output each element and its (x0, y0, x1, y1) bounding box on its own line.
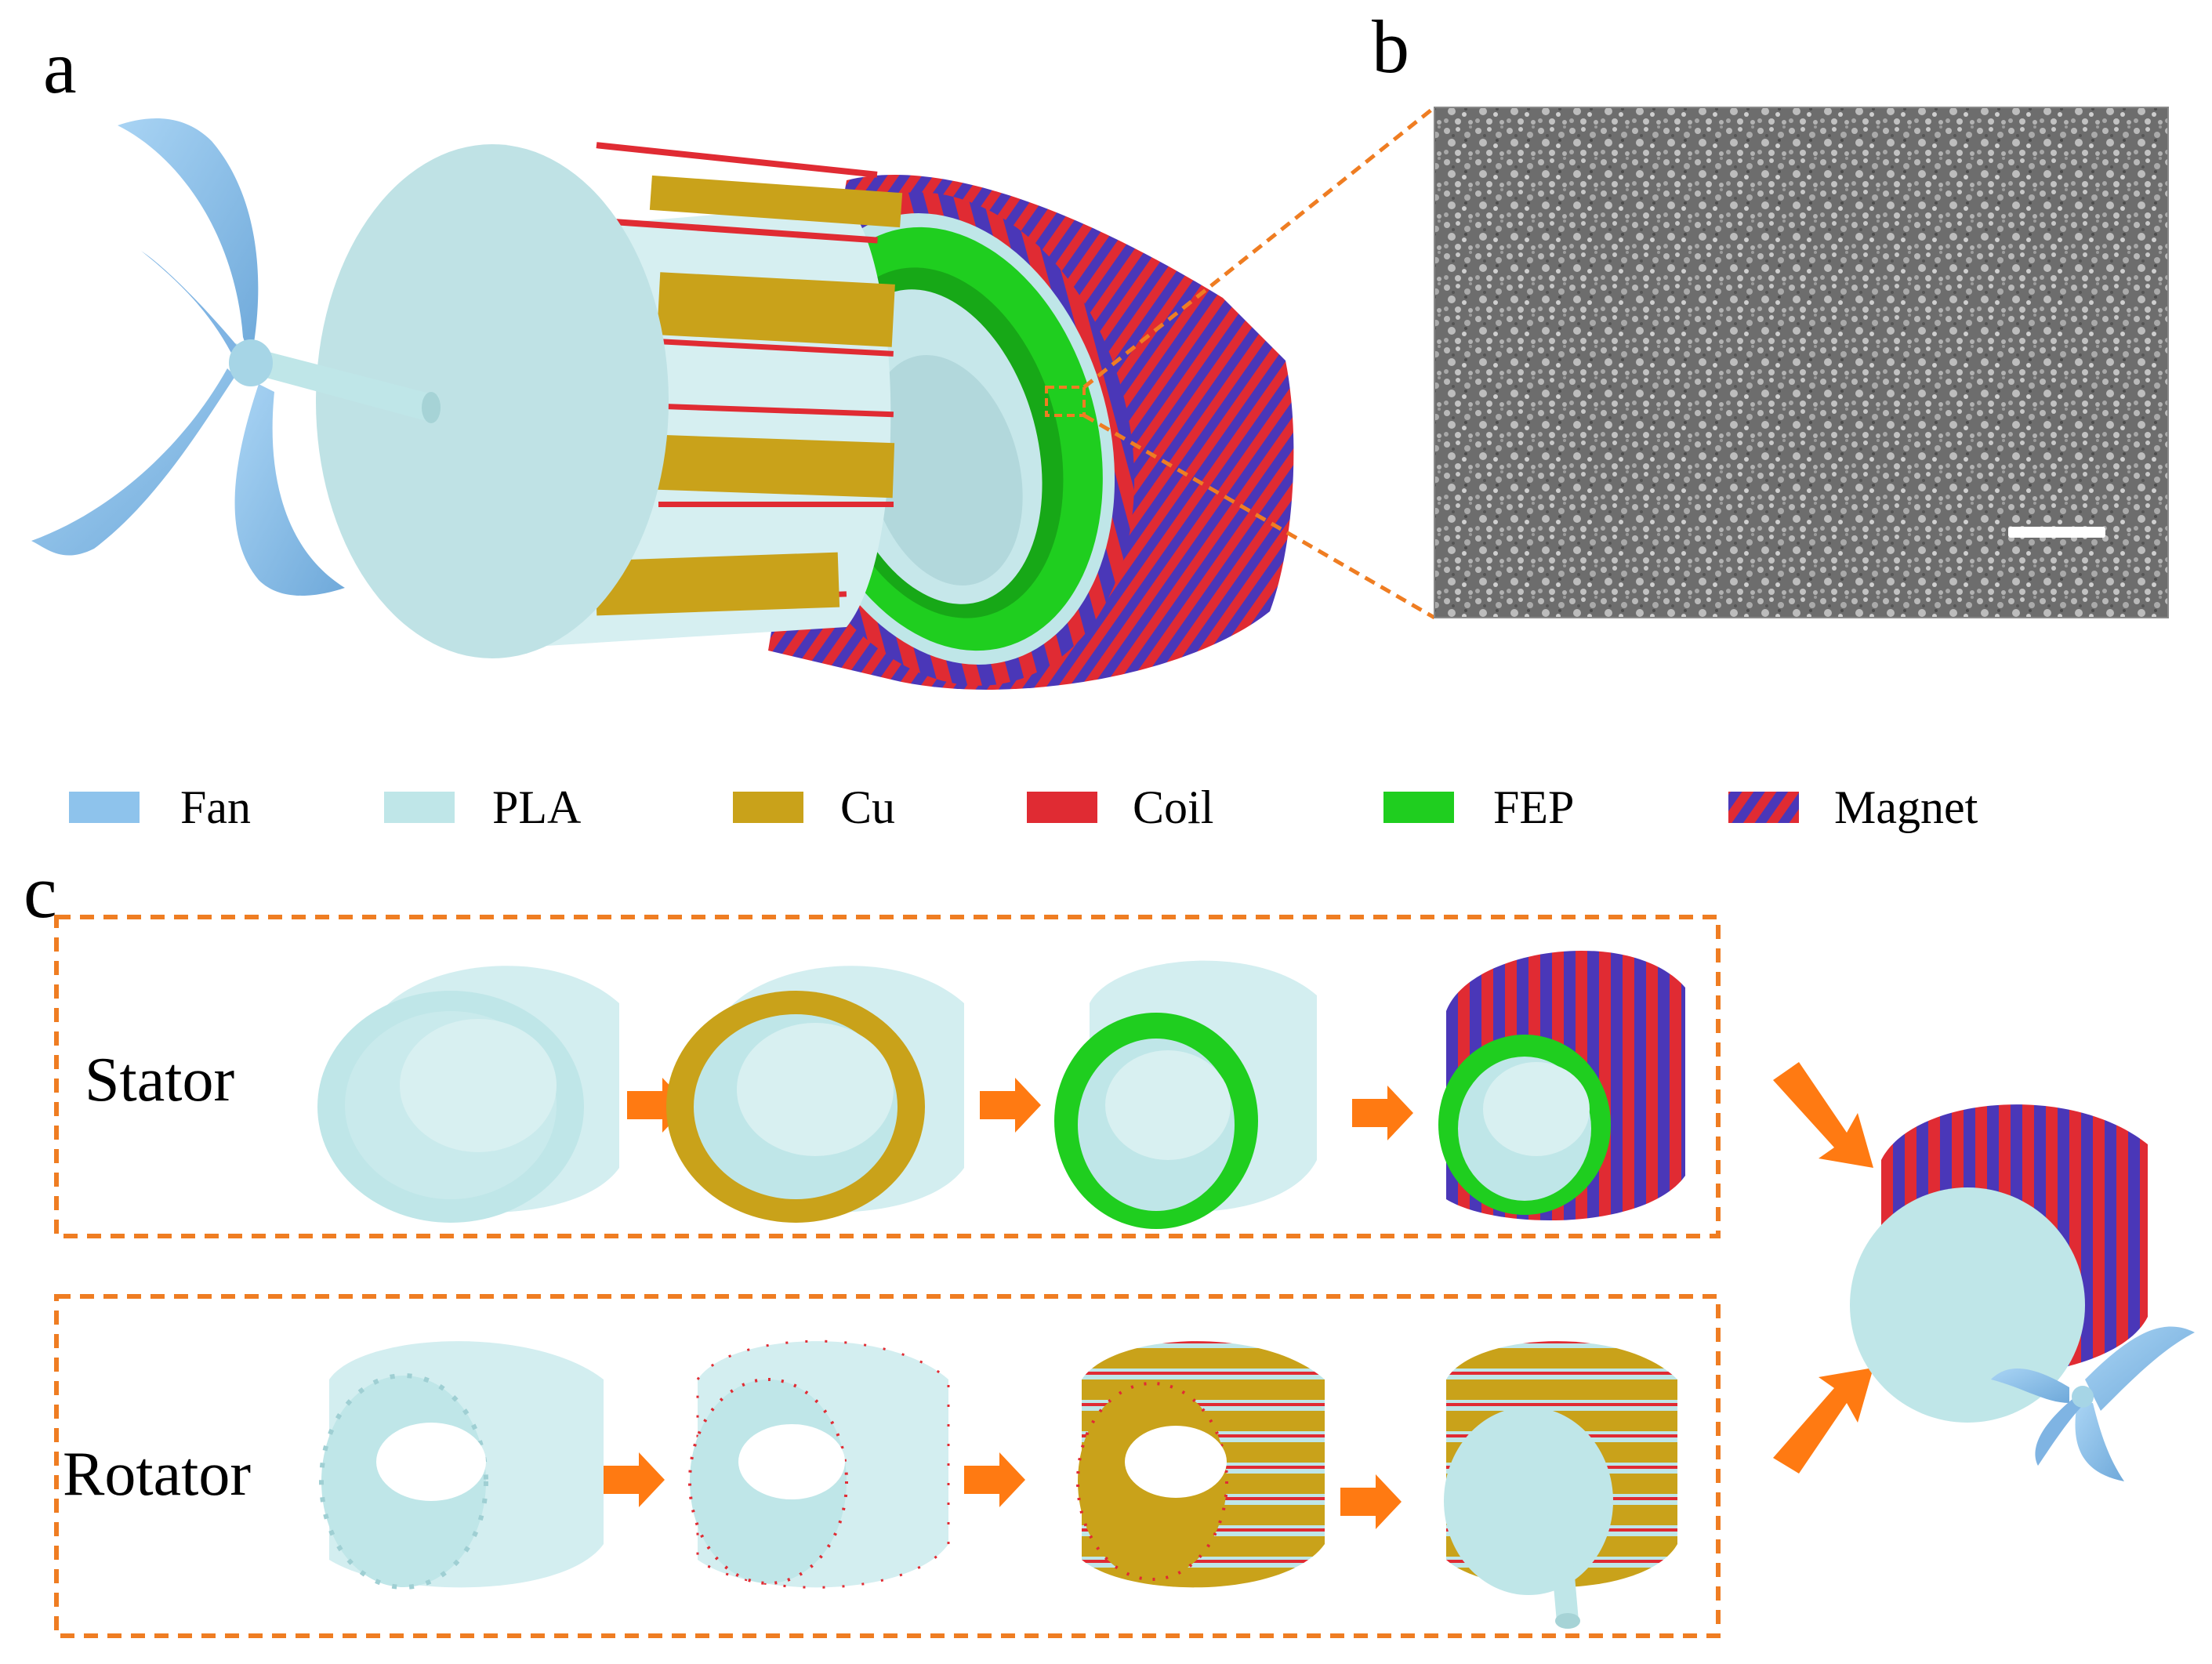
stator-dashed-box (54, 915, 1721, 1238)
legend-swatch-magnet (1728, 792, 1799, 823)
sem-image (1434, 107, 2168, 618)
fan-blade-top (118, 118, 259, 361)
stator-row-label: Stator (85, 1046, 234, 1115)
rotator-step-4-capped (1444, 1341, 1677, 1629)
cu-strip-1 (649, 175, 903, 228)
scale-bar (2008, 527, 2105, 538)
fan-blade-bottom (234, 384, 345, 596)
final-assembled-generator (1850, 1104, 2195, 1481)
rotator-step-3-cu (1076, 1341, 1325, 1588)
cu-strip-2 (657, 272, 895, 347)
panel-c: c Stator (24, 850, 2195, 1638)
coil-line-3 (658, 339, 894, 357)
rotator-dashed-box (54, 1294, 1721, 1638)
final-fan-hub (2072, 1386, 2094, 1408)
coil-line-1 (596, 142, 878, 178)
stator-step-1-pla-shell (317, 966, 619, 1223)
rotator-front-disk (316, 144, 669, 658)
legend-label-cu: Cu (840, 781, 895, 833)
fan-hub (229, 339, 273, 386)
legend-swatch-coil (1027, 792, 1097, 823)
shaft (231, 343, 439, 423)
cu-strip-3 (657, 434, 895, 498)
final-fan-blade-4 (2035, 1395, 2085, 1466)
legend: Fan PLA Cu Coil FEP Magnet (69, 781, 1978, 833)
legend-swatch-fep (1383, 792, 1454, 823)
panel-a: a (31, 25, 1436, 690)
legend-label-coil: Coil (1133, 781, 1213, 833)
assembly-arrow-from-rotator (1773, 1368, 1873, 1474)
rotator-step-1-slotted-pla (319, 1341, 604, 1590)
zoom-line-bottom (1082, 413, 1436, 620)
panel-b-label: b (1372, 5, 1409, 89)
rotator-arrow-2 (964, 1452, 1025, 1507)
legend-swatch-fan (69, 792, 140, 823)
fan-a (31, 118, 345, 596)
fan-blade-upper-left (141, 251, 243, 361)
coil-line-5 (658, 502, 894, 507)
panel-a-label: a (43, 25, 77, 109)
legend-swatch-pla (384, 792, 455, 823)
cu-strip-4 (594, 552, 840, 616)
rotator-step-2-coils (688, 1340, 950, 1589)
panel-c-label: c (24, 850, 57, 934)
stator-step-3-fep (1054, 960, 1317, 1229)
final-shaft (2021, 1277, 2079, 1321)
coil-line-4 (658, 403, 894, 418)
shaft-end (422, 392, 441, 423)
legend-label-fep: FEP (1493, 781, 1574, 833)
legend-label-fan: Fan (180, 781, 251, 833)
final-fan-blade-3 (1991, 1369, 2069, 1403)
stator-arrow-2 (980, 1078, 1041, 1133)
stator-step-4-magnets (1438, 950, 1685, 1221)
rotator-arrow-3 (1340, 1474, 1402, 1529)
final-fan-blade-2 (2075, 1403, 2124, 1481)
sem-image-border (1434, 107, 2169, 618)
bore-depth (866, 355, 1023, 585)
zoom-box (1045, 386, 1086, 417)
stator-arrow-3 (1352, 1086, 1413, 1140)
legend-label-magnet: Magnet (1834, 781, 1978, 833)
zoom-line-top (1082, 106, 1436, 389)
coil-line-2 (596, 217, 878, 244)
rotator-assembly-a (316, 142, 903, 658)
legend-label-pla: PLA (492, 781, 581, 833)
final-fan-blade-1 (2085, 1326, 2195, 1411)
panel-b: b (1372, 5, 2169, 618)
legend-swatch-cu (733, 792, 803, 823)
rotator-arrow-1 (604, 1452, 665, 1507)
assembly-arrow-from-stator (1773, 1062, 1873, 1168)
rotator-row-label: Rotator (63, 1440, 251, 1509)
fan-blade-lower-left (31, 368, 235, 556)
stator-step-2-cu-electrodes (666, 966, 964, 1223)
